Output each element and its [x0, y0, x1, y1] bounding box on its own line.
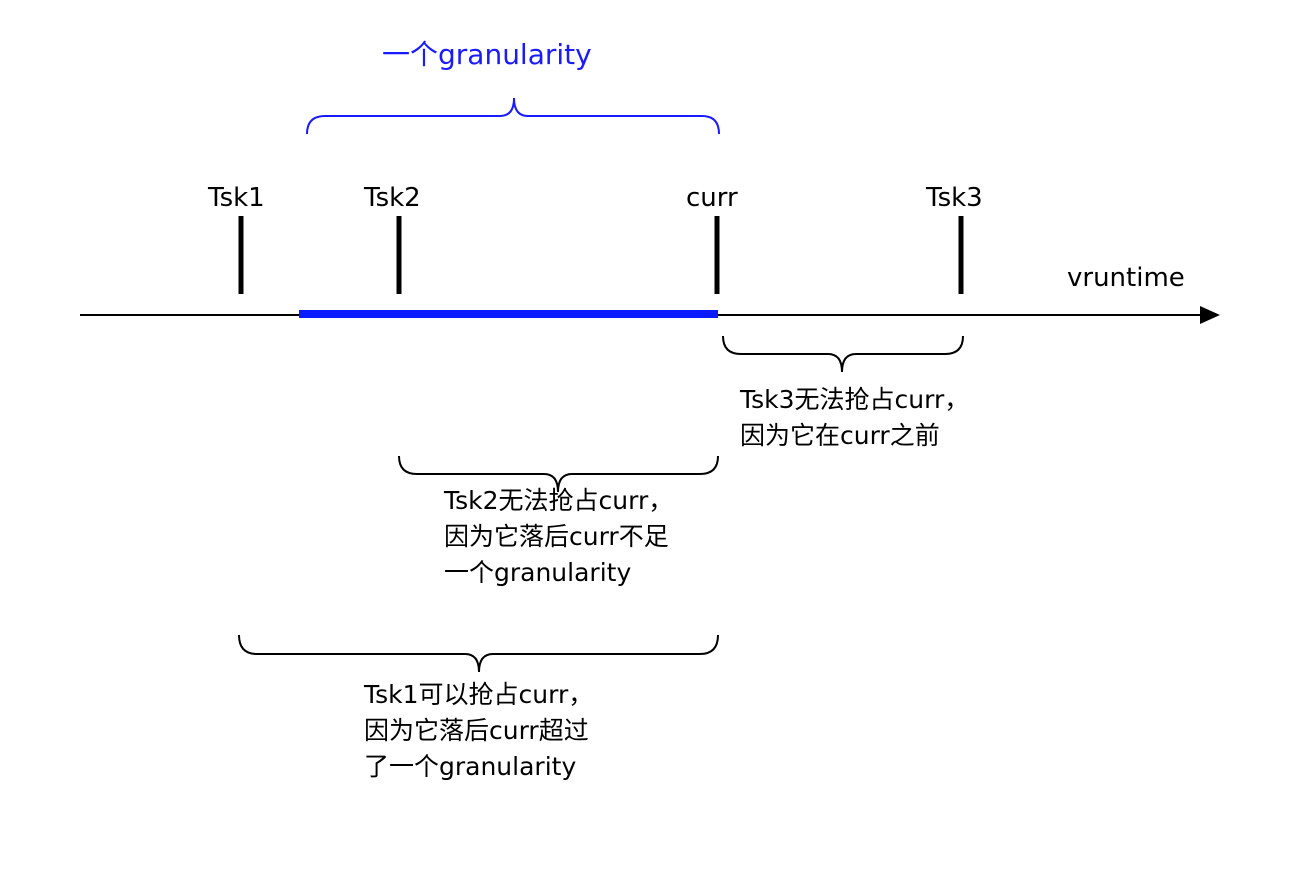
brace-tsk3 — [722, 335, 964, 373]
note-tsk1-line-3: 了一个granularity — [364, 752, 577, 781]
brace-tsk1 — [238, 634, 719, 673]
axis-arrowhead-icon — [1200, 306, 1220, 324]
granularity-brace — [306, 97, 720, 135]
tick-label-curr: curr — [686, 183, 738, 213]
note-tsk2-line-2: 因为它落后curr不足 — [444, 522, 669, 551]
note-tsk2: Tsk2无法抢占curr， 因为它落后curr不足 一个granularity — [444, 483, 673, 591]
brace-tsk2 — [398, 455, 719, 493]
granularity-label: 一个granularity — [382, 38, 592, 71]
note-tsk1-line-2: 因为它落后curr超过 — [364, 716, 589, 745]
tick-label-tsk3: Tsk3 — [926, 183, 983, 213]
note-tsk2-line-1: Tsk2无法抢占curr， — [444, 486, 674, 515]
note-tsk1-line-1: Tsk1可以抢占curr， — [364, 680, 594, 709]
note-tsk3-line-1: Tsk3无法抢占curr， — [740, 385, 970, 414]
note-tsk2-line-3: 一个granularity — [444, 558, 632, 587]
note-tsk3: Tsk3无法抢占curr， 因为它在curr之前 — [740, 382, 969, 454]
tick-label-tsk1: Tsk1 — [208, 183, 265, 213]
tick-label-tsk2: Tsk2 — [364, 183, 421, 213]
note-tsk1: Tsk1可以抢占curr， 因为它落后curr超过 了一个granularity — [364, 677, 593, 785]
axis-label: vruntime — [1067, 263, 1185, 293]
note-tsk3-line-2: 因为它在curr之前 — [740, 421, 940, 450]
